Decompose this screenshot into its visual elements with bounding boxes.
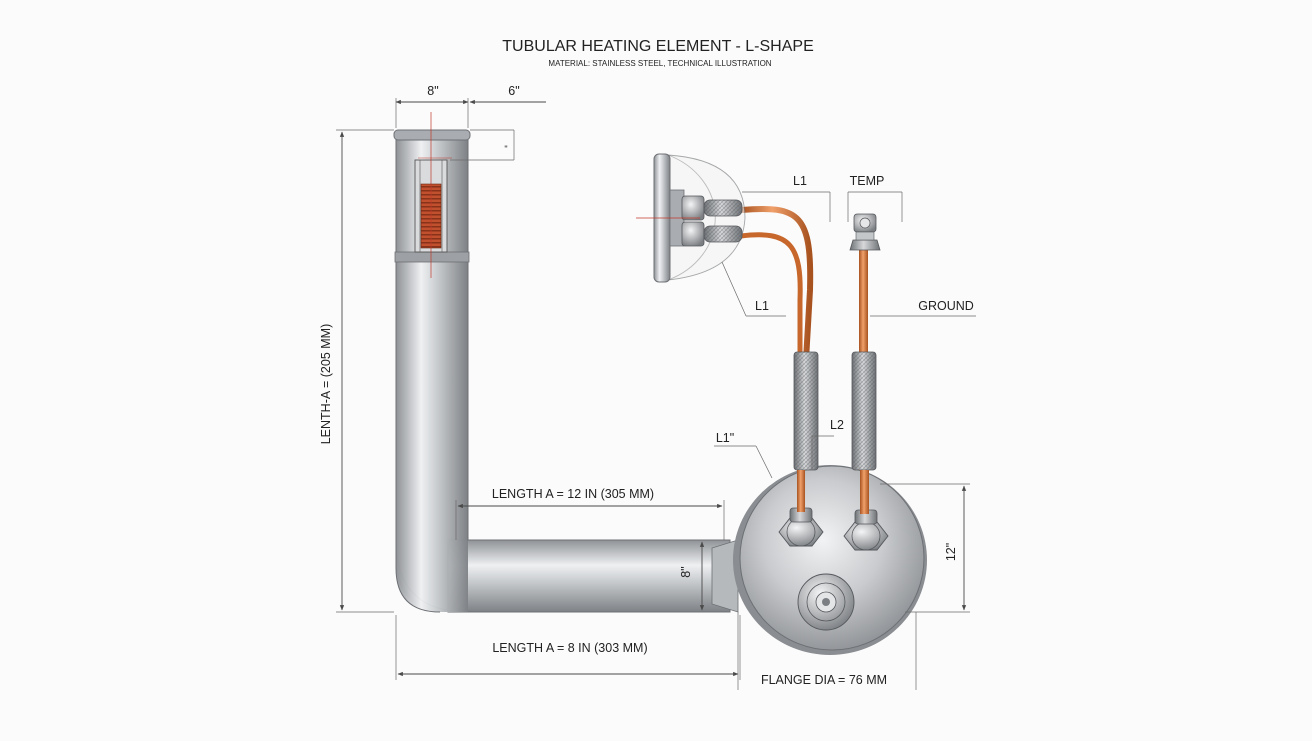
label-flange-height: 12" xyxy=(944,543,958,561)
label-lead-l1-lower: L1" xyxy=(716,431,734,445)
terminal-bolt-l2 xyxy=(843,509,889,551)
label-horizontal-length-lower: LENGTH A = 8 IN (303 MM) xyxy=(492,641,647,655)
terminal-head xyxy=(636,153,746,283)
dimension-lines xyxy=(336,98,976,690)
label-top-width-left: 8" xyxy=(427,84,438,98)
center-fitting xyxy=(797,573,855,631)
lead-wire-l2 xyxy=(851,250,877,514)
diagram-subtitle: MATERIAL: STAINLESS STEEL, TECHNICAL ILL… xyxy=(548,59,771,68)
label-lead-ground: GROUND xyxy=(918,299,974,313)
label-top-width-right: 6" xyxy=(508,84,519,98)
lead-wire-l1 xyxy=(738,205,819,512)
label-top-small-mark: " xyxy=(504,144,507,154)
label-horizontal-length-upper: LENGTH A = 12 IN (305 MM) xyxy=(492,487,654,501)
label-lead-temp: TEMP xyxy=(850,174,885,188)
diagram-title: TUBULAR HEATING ELEMENT - L-SHAPE xyxy=(502,38,813,55)
label-lead-l2: L2 xyxy=(830,418,844,432)
label-lead-l1-top: L1 xyxy=(793,174,807,188)
label-lead-l1-mid: L1 xyxy=(755,299,769,313)
coil-cutaway xyxy=(414,112,452,278)
label-vertical-length: LENTH-A = (205 MM) xyxy=(319,324,333,445)
label-elbow-height: 8" xyxy=(679,566,693,577)
temp-sensor-fitting xyxy=(849,213,881,251)
label-flange-dia: FLANGE DIA = 76 MM xyxy=(761,673,887,687)
flange xyxy=(711,465,927,655)
